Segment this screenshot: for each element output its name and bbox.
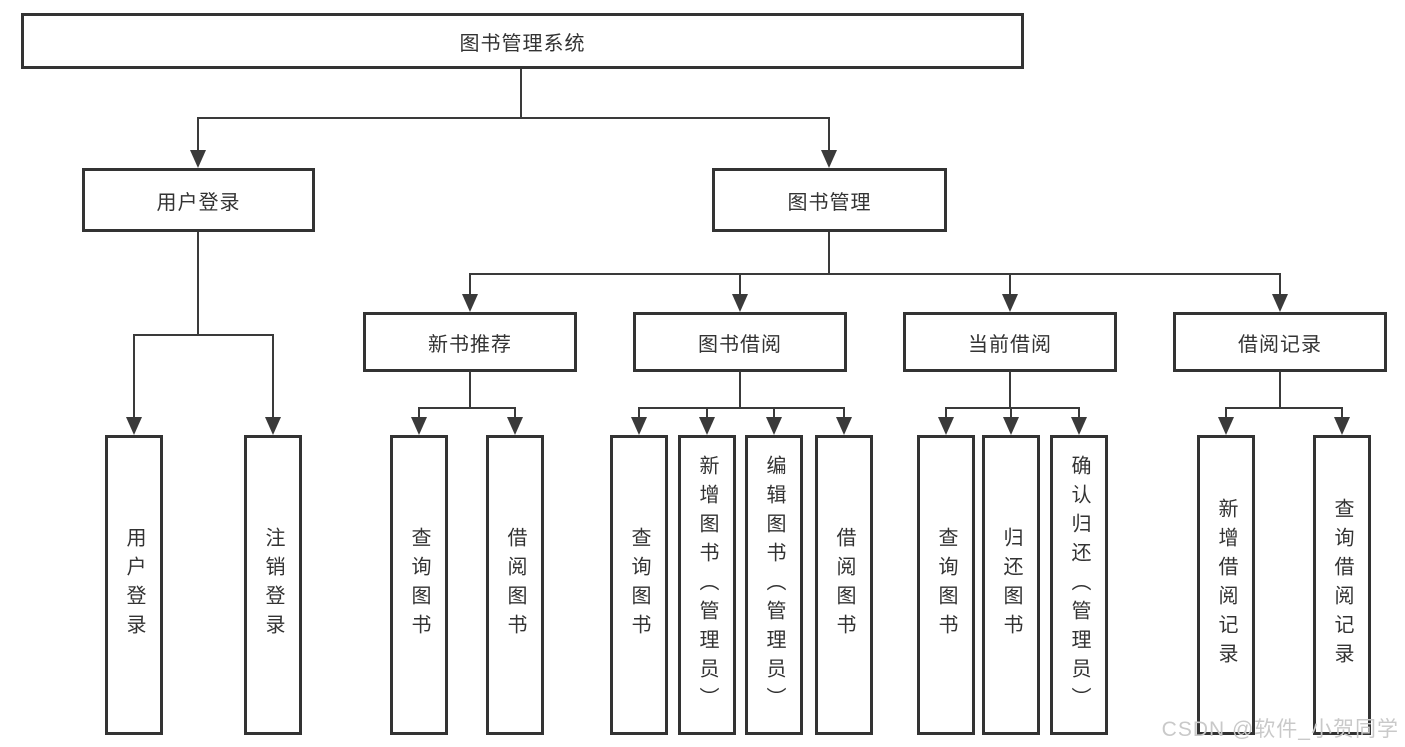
connector-leaf <box>945 409 947 417</box>
node-label: 图书管理系统 <box>459 32 586 55</box>
leaf-confirm-return-admin: 确认归还（管理员） <box>1050 435 1108 735</box>
connector-leaf <box>1078 409 1080 417</box>
node-root-system: 图书管理系统 <box>21 13 1024 69</box>
connector-to-current <box>1009 275 1011 294</box>
connector-record-stem <box>1279 371 1281 409</box>
node-label: 图书借阅 <box>698 333 782 356</box>
arrow-down-icon <box>1071 417 1087 435</box>
arrow-down-icon <box>732 294 748 312</box>
connector-borrow-bar <box>638 407 845 409</box>
arrow-down-icon <box>411 417 427 435</box>
leaf-label: 查询图书 <box>408 527 430 643</box>
leaf-borrow-book: 借阅图书 <box>815 435 873 735</box>
arrow-down-icon <box>1272 294 1288 312</box>
leaf-add-book-admin: 新增图书（管理员） <box>678 435 736 735</box>
leaf-add-borrow-record: 新增借阅记录 <box>1197 435 1255 735</box>
arrow-down-icon <box>265 417 281 435</box>
connector-leaf <box>1010 409 1012 417</box>
arrow-down-icon <box>126 417 142 435</box>
connector-leaf <box>843 409 845 417</box>
connector-recommend-stem <box>469 371 471 409</box>
arrow-down-icon <box>462 294 478 312</box>
connector-to-record <box>1279 275 1281 294</box>
connector-bookmgmt-stem <box>828 232 830 275</box>
connector-userlogin-bar <box>133 334 274 336</box>
leaf-label: 借阅图书 <box>504 527 526 643</box>
leaf-return-book: 归还图书 <box>982 435 1040 735</box>
connector-current-bar <box>945 407 1080 409</box>
node-current-borrow: 当前借阅 <box>903 312 1117 372</box>
leaf-label: 新增图书（管理员） <box>696 454 718 716</box>
node-label: 用户登录 <box>156 191 241 214</box>
leaf-label: 查询借阅记录 <box>1331 498 1353 672</box>
leaf-query-book-recommend: 查询图书 <box>390 435 448 735</box>
arrow-down-icon <box>1334 417 1350 435</box>
node-user-login: 用户登录 <box>82 168 315 232</box>
arrow-down-icon <box>938 417 954 435</box>
connector-leaf <box>418 409 420 417</box>
arrow-down-icon <box>1002 294 1018 312</box>
connector-leaf <box>773 409 775 417</box>
connector-to-leaf-user-login <box>133 336 135 417</box>
connector-leaf <box>1341 409 1343 417</box>
csdn-watermark: CSDN @软件_小贺同学 <box>1161 718 1399 741</box>
connector-to-recommend <box>469 275 471 294</box>
leaf-label: 用户登录 <box>123 527 145 643</box>
leaf-label: 确认归还（管理员） <box>1068 454 1090 716</box>
leaf-query-borrow-record: 查询借阅记录 <box>1313 435 1371 735</box>
connector-current-stem <box>1009 371 1011 409</box>
connector-userlogin-stem <box>197 232 199 336</box>
connector-recommend-bar <box>418 407 516 409</box>
leaf-user-login: 用户登录 <box>105 435 163 735</box>
arrow-down-icon <box>507 417 523 435</box>
node-book-management: 图书管理 <box>712 168 947 232</box>
connector-to-borrow <box>739 275 741 294</box>
leaf-query-book-current: 查询图书 <box>917 435 975 735</box>
arrow-down-icon <box>1003 417 1019 435</box>
connector-bookmgmt-bar <box>469 273 1281 275</box>
node-label: 借阅记录 <box>1238 333 1322 356</box>
leaf-label: 查询图书 <box>628 527 650 643</box>
connector-root-stem <box>520 69 522 119</box>
node-book-borrow: 图书借阅 <box>633 312 847 372</box>
leaf-logout: 注销登录 <box>244 435 302 735</box>
leaf-label: 查询图书 <box>935 527 957 643</box>
connector-leaf <box>514 409 516 417</box>
leaf-query-book-borrow: 查询图书 <box>610 435 668 735</box>
connector-leaf <box>638 409 640 417</box>
arrow-down-icon <box>699 417 715 435</box>
arrow-down-icon <box>821 150 837 168</box>
arrow-down-icon <box>766 417 782 435</box>
node-label: 新书推荐 <box>428 333 512 356</box>
connector-leaf <box>706 409 708 417</box>
node-label: 图书管理 <box>787 191 872 214</box>
connector-record-bar <box>1225 407 1343 409</box>
leaf-label: 注销登录 <box>262 527 284 643</box>
node-new-book-recommend: 新书推荐 <box>363 312 577 372</box>
connector-to-leaf-logout <box>272 336 274 417</box>
connector-root-bar <box>197 117 830 119</box>
leaf-label: 新增借阅记录 <box>1215 498 1237 672</box>
arrow-down-icon <box>631 417 647 435</box>
leaf-label: 归还图书 <box>1000 527 1022 643</box>
arrow-down-icon <box>190 150 206 168</box>
leaf-borrow-book-recommend: 借阅图书 <box>486 435 544 735</box>
connector-borrow-stem <box>739 371 741 409</box>
node-borrow-record: 借阅记录 <box>1173 312 1387 372</box>
arrow-down-icon <box>1218 417 1234 435</box>
leaf-label: 编辑图书（管理员） <box>763 454 785 716</box>
connector-to-book-management <box>828 119 830 150</box>
connector-to-user-login <box>197 119 199 150</box>
connector-leaf <box>1225 409 1227 417</box>
arrow-down-icon <box>836 417 852 435</box>
leaf-label: 借阅图书 <box>833 527 855 643</box>
leaf-edit-book-admin: 编辑图书（管理员） <box>745 435 803 735</box>
node-label: 当前借阅 <box>968 333 1052 356</box>
